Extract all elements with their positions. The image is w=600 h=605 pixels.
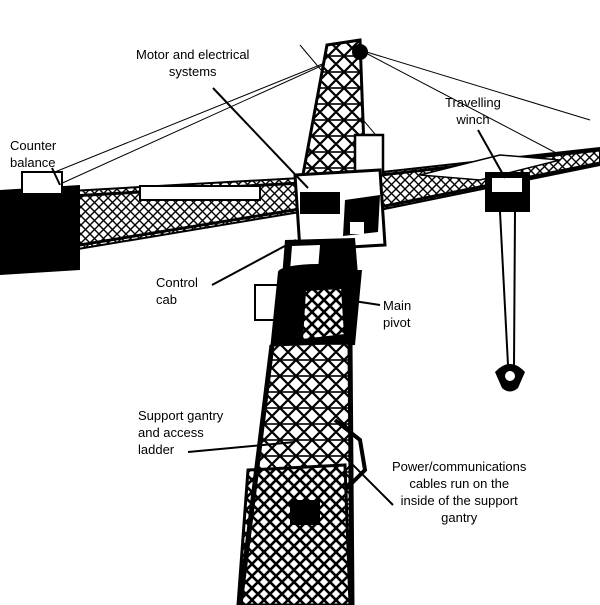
main-jib (354, 146, 600, 217)
travelling-winch-trolley (485, 172, 530, 212)
slewing-unit (293, 168, 387, 252)
upper-mast (300, 38, 385, 182)
hook-block (495, 211, 525, 392)
leader-lines (51, 87, 506, 506)
tower-mast (236, 340, 368, 605)
main-pivot-section (270, 264, 362, 350)
counter-jib (0, 171, 301, 275)
